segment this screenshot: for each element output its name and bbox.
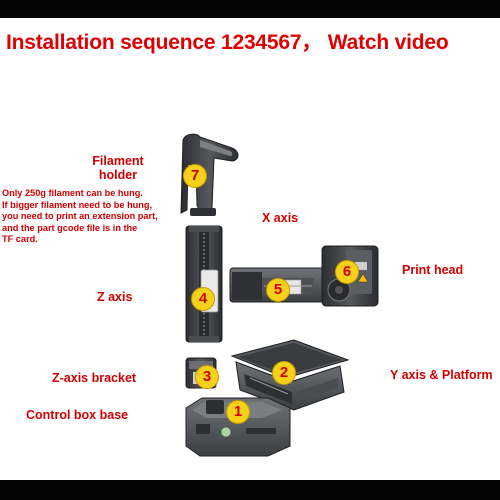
bottom-border-bar — [0, 480, 500, 500]
filament-holder-label: Filament holder — [88, 154, 148, 182]
filament-holder-part — [180, 133, 239, 216]
filament-note-line-4: and the part gcode file is in the — [2, 222, 138, 233]
x-axis-label: X axis — [262, 211, 299, 225]
step-badge-7: 7 — [183, 164, 207, 188]
step-badge-2: 2 — [272, 361, 296, 385]
step-badge-4: 4 — [191, 287, 215, 311]
print-head-label: Print head — [402, 263, 464, 277]
step-badge-6: 6 — [335, 260, 359, 284]
z-axis-bracket-label: Z-axis bracket — [52, 371, 137, 385]
filament-holder-label-line-1: Filament — [92, 154, 144, 168]
z-axis-label: Z axis — [97, 290, 133, 304]
filament-note-line-1: Only 250g filament can be hung. — [2, 188, 143, 198]
filament-note: Only 250g filament can be hung. If bigge… — [2, 188, 202, 246]
filament-note-line-5: TF card. — [2, 234, 38, 244]
control-box-base-label: Control box base — [26, 408, 129, 422]
filament-holder-label-line-2: holder — [98, 168, 138, 182]
filament-note-line-2: If bigger filament need to be hung, — [2, 199, 153, 210]
step-badge-1: 1 — [226, 400, 250, 424]
top-border-bar — [0, 0, 500, 18]
step-badge-3: 3 — [195, 365, 219, 389]
diagram-title: Installation sequence 1234567， Watch vid… — [6, 31, 449, 54]
y-axis-platform-label: Y axis & Platform — [390, 368, 493, 382]
step-badge-5: 5 — [266, 278, 290, 302]
filament-note-line-3: you need to print an extension part, — [2, 211, 158, 221]
